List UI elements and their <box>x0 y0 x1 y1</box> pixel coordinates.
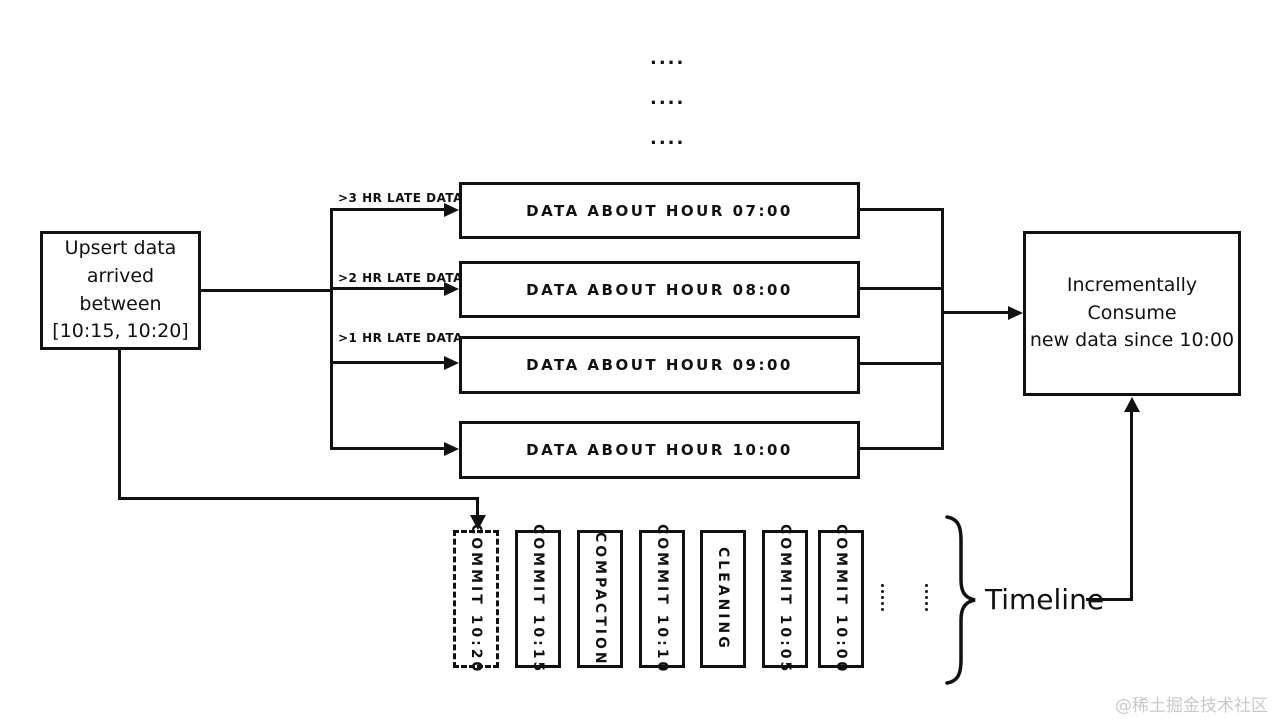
watermark: @稀土掘金技术社区 <box>1115 696 1268 716</box>
late-data-label-2hr: >2 HR LATE DATA <box>338 271 463 285</box>
arrowhead-consume <box>1008 306 1023 320</box>
arrowhead-hour08 <box>444 282 459 296</box>
consume-line-1: Incrementally Consume <box>1066 274 1198 324</box>
timeline-cleaning-box: CLEANING <box>700 530 746 668</box>
timeline-to-consume-vline <box>1130 410 1133 601</box>
timeline-commit-10-15-box: COMMIT 10:15 <box>515 524 561 674</box>
continuation-dots-row: .... <box>650 128 686 149</box>
timeline-commit-10-05-box: COMMIT 10:05 <box>762 524 808 674</box>
timeline-label: Timeline <box>985 583 1105 616</box>
timeline-commit-10-20-box: COMMIT 10:20 <box>453 524 499 674</box>
upsert-data-box-text: Upsert data arrived between [10:15, 10:2… <box>43 235 198 345</box>
upsert-down-line <box>118 348 121 500</box>
data-box-hour-07-label: DATA ABOUT HOUR 07:00 <box>526 201 793 220</box>
timeline-commit-10-00-label: COMMIT 10:00 <box>833 523 849 675</box>
timeline-commit-10-10-box: COMMIT 10:10 <box>639 524 685 674</box>
timeline-to-consume-hline <box>1086 598 1133 601</box>
consume-line-2: new data since 10:00 <box>1029 329 1235 352</box>
upsert-across-line <box>118 497 479 500</box>
late-data-label-3hr: >3 HR LATE DATA <box>338 191 463 205</box>
vertical-ellipsis-icon <box>881 584 884 611</box>
continuation-dots-row: .... <box>650 48 686 69</box>
data-box-hour-10: DATA ABOUT HOUR 10:00 <box>459 421 860 479</box>
branch-trunk-line <box>330 209 333 450</box>
upsert-to-branch-line <box>199 289 332 292</box>
arrowhead-hour10 <box>444 442 459 456</box>
merge-line-hour07 <box>858 208 944 211</box>
merge-line-hour09 <box>858 362 944 365</box>
timeline-commit-10-20-label: COMMIT 10:20 <box>468 523 484 675</box>
incremental-consume-box-text: Incrementally Consume new data since 10:… <box>1026 272 1238 355</box>
upsert-line-2: arrived between <box>79 264 162 315</box>
merge-trunk-line <box>941 208 944 450</box>
merge-line-hour10 <box>858 447 944 450</box>
upsert-drop-line <box>476 497 479 516</box>
curly-brace-icon <box>945 515 976 685</box>
arrow-line-hour07 <box>330 208 446 211</box>
data-box-hour-09: DATA ABOUT HOUR 09:00 <box>459 336 860 394</box>
timeline-compaction-label: COMPACTION <box>592 531 608 667</box>
upsert-line-3: [10:15, 10:20] <box>52 320 189 343</box>
arrow-line-hour10 <box>330 447 446 450</box>
late-data-label-1hr: >1 HR LATE DATA <box>338 331 463 345</box>
arrowhead-hour09 <box>444 356 459 370</box>
data-box-hour-10-label: DATA ABOUT HOUR 10:00 <box>526 441 793 459</box>
arrow-line-hour09 <box>330 361 446 364</box>
timeline-commit-10-05-label: COMMIT 10:05 <box>777 523 793 675</box>
timeline-commit-10-00-box: COMMIT 10:00 <box>818 524 864 674</box>
incremental-consume-box: Incrementally Consume new data since 10:… <box>1023 231 1241 396</box>
upsert-line-1: Upsert data <box>64 237 177 260</box>
arrow-line-hour08 <box>330 287 446 290</box>
data-box-hour-08: DATA ABOUT HOUR 08:00 <box>459 261 860 318</box>
arrowhead-commit-1020 <box>470 515 486 530</box>
arrowhead-hour07 <box>444 203 459 217</box>
upsert-data-box: Upsert data arrived between [10:15, 10:2… <box>40 231 201 350</box>
timeline-cleaning-label: CLEANING <box>715 547 731 651</box>
merge-line-hour08 <box>858 287 944 290</box>
timeline-commit-10-10-label: COMMIT 10:10 <box>654 523 670 675</box>
data-box-hour-07: DATA ABOUT HOUR 07:00 <box>459 182 860 239</box>
timeline-commit-10-15-label: COMMIT 10:15 <box>530 523 546 675</box>
vertical-ellipsis-icon <box>925 584 928 611</box>
data-box-hour-08-label: DATA ABOUT HOUR 08:00 <box>526 280 793 299</box>
merge-to-consume-line <box>941 311 1009 314</box>
data-box-hour-09-label: DATA ABOUT HOUR 09:00 <box>526 356 793 374</box>
arrowhead-timeline-consume <box>1124 397 1140 412</box>
timeline-compaction-box: COMPACTION <box>577 530 623 668</box>
continuation-dots-row: .... <box>650 88 686 109</box>
